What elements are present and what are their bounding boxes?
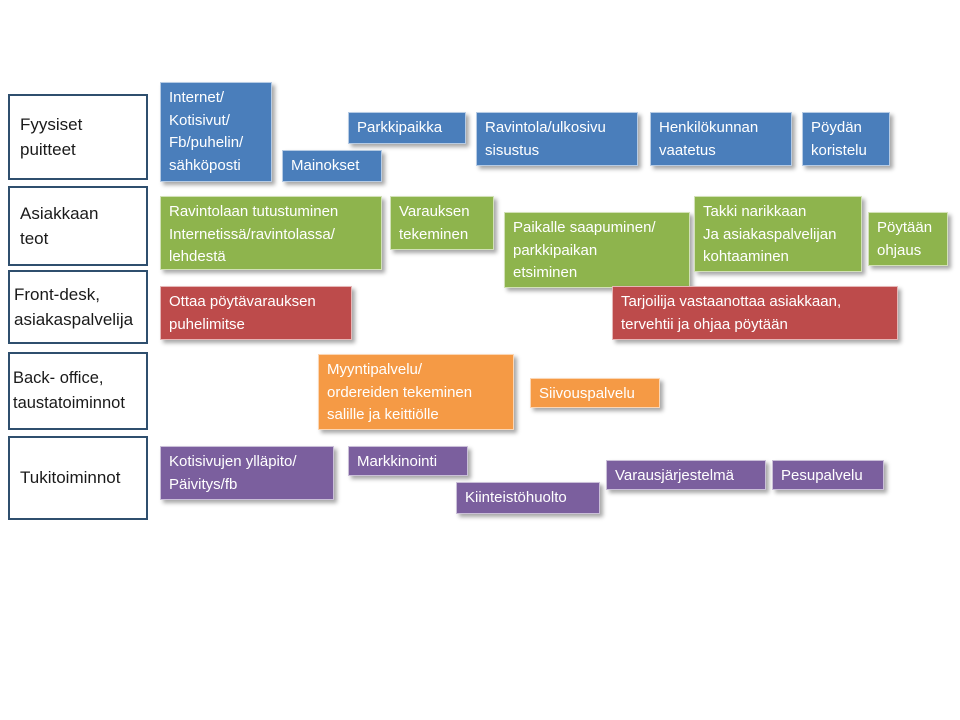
lane-label: Fyysiset puitteet: [20, 114, 83, 160]
lane-back-office: Back- office, taustatoiminnot: [8, 352, 148, 430]
lane-label: Front-desk, asiakaspalvelija: [14, 284, 134, 330]
box-ads: Mainokset: [282, 150, 382, 182]
box-property-maintenance: Kiinteistöhuolto: [456, 482, 600, 514]
lane-customer-actions: Asiakkaan teot: [8, 186, 148, 266]
box-table-guidance: Pöytään ohjaus: [868, 212, 948, 266]
box-marketing: Markkinointi: [348, 446, 468, 476]
lane-support-functions: Tukitoiminnot: [8, 436, 148, 520]
box-waiter-receives: Tarjoilija vastaanottaa asiakkaan, terve…: [612, 286, 898, 340]
box-making-reservation: Varauksen tekeminen: [390, 196, 494, 250]
box-sales-service: Myyntipalvelu/ ordereiden tekeminen sali…: [318, 354, 514, 430]
lane-front-desk: Front-desk, asiakaspalvelija: [8, 270, 148, 344]
box-phone-reservation: Ottaa pöytävarauksen puhelimitse: [160, 286, 352, 340]
box-reservation-system: Varausjärjestelmä: [606, 460, 766, 490]
box-cleaning-service: Siivouspalvelu: [530, 378, 660, 408]
lane-label: Asiakkaan teot: [20, 203, 99, 249]
box-laundry-service: Pesupalvelu: [772, 460, 884, 490]
box-coat-check: Takki narikkaan Ja asiakaspalvelijan koh…: [694, 196, 862, 272]
box-restaurant-exterior: Ravintola/ulkosivu sisustus: [476, 112, 638, 166]
box-getting-to-know: Ravintolaan tutustuminen Internetissä/ra…: [160, 196, 382, 270]
box-parking: Parkkipaikka: [348, 112, 466, 144]
box-staff-clothing: Henkilökunnan vaatetus: [650, 112, 792, 166]
box-website-maintenance: Kotisivujen ylläpito/ Päivitys/fb: [160, 446, 334, 500]
lane-physical-surroundings: Fyysiset puitteet: [8, 94, 148, 180]
box-table-decoration: Pöydän koristelu: [802, 112, 890, 166]
lane-label: Tukitoiminnot: [20, 468, 121, 488]
lane-label: Back- office, taustatoiminnot: [13, 369, 125, 412]
box-arriving: Paikalle saapuminen/ parkkipaikan etsimi…: [504, 212, 690, 288]
box-internet: Internet/ Kotisivut/ Fb/puhelin/ sähköpo…: [160, 82, 272, 182]
